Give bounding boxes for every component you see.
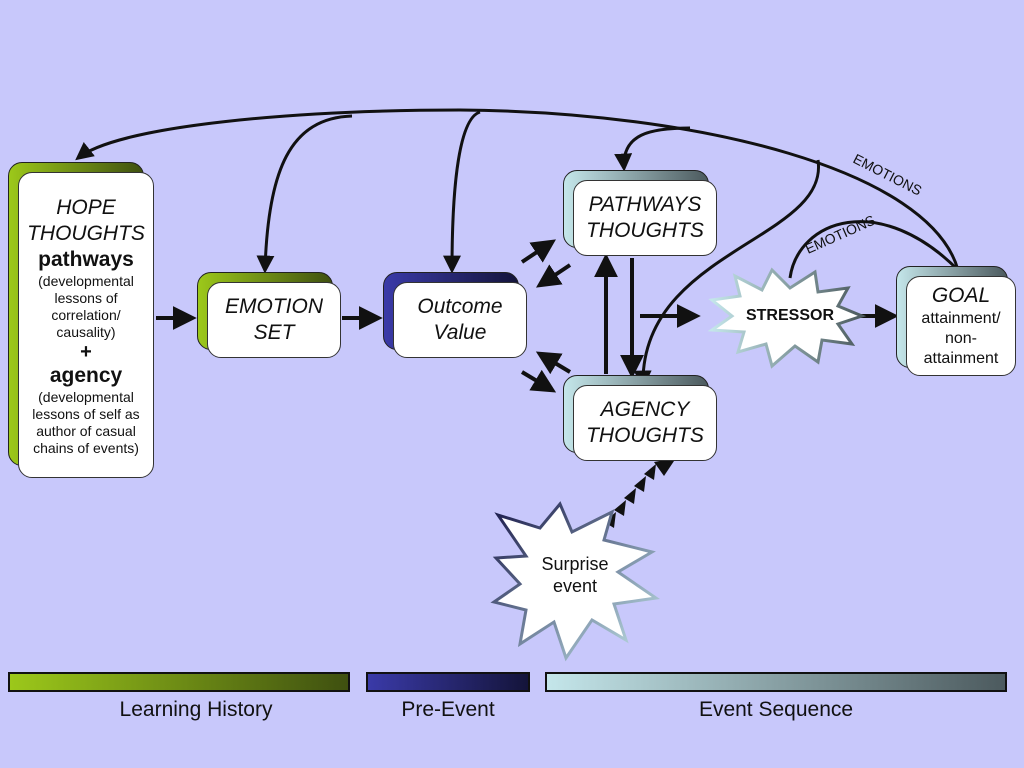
hope-agency-desc-4: chains of events) bbox=[33, 440, 139, 456]
hope-pathways-desc-3: correlation/ bbox=[51, 307, 121, 323]
goal-line3: attainment bbox=[923, 350, 999, 367]
emotion-set-line2: SET bbox=[253, 321, 295, 344]
hope-pathways-desc-2: lessons of bbox=[54, 290, 118, 306]
hope-pathways-desc-4: causality) bbox=[56, 324, 116, 340]
emotions-curve-stressor bbox=[788, 220, 962, 279]
arrow-pathways-to-outcome-back bbox=[536, 263, 572, 288]
surprise-line1: Surprise bbox=[541, 554, 609, 574]
feedback-curve-main bbox=[75, 108, 960, 271]
hope-agency-heading: agency bbox=[49, 364, 123, 387]
hope-pathways-desc-1: (developmental bbox=[38, 273, 134, 289]
arrow-outcome-to-agency-out bbox=[520, 369, 557, 393]
emotions-label-outer: EMOTIONS bbox=[851, 150, 925, 198]
hope-agency-desc-3: author of casual bbox=[36, 423, 136, 439]
surprise-line2: event bbox=[552, 576, 598, 596]
surprise-label: Surprise event bbox=[530, 553, 620, 597]
feedback-branch-emotion-set bbox=[256, 114, 353, 274]
stressor-burst bbox=[707, 267, 867, 369]
legend-bar-event-sequence bbox=[545, 672, 1007, 692]
legend-label-learning-history: Learning History bbox=[119, 698, 273, 721]
feedback-branch-pathways bbox=[614, 126, 691, 172]
feedback-branch-agency bbox=[633, 159, 820, 389]
legend-bar-learning-history bbox=[8, 672, 350, 692]
feedback-branch-outcome-value bbox=[443, 110, 481, 274]
pathways-thoughts-line1: PATHWAYS bbox=[588, 193, 702, 216]
arrow-outcome-to-pathways-out bbox=[520, 239, 556, 264]
emotions-label-inner: EMOTIONS bbox=[803, 212, 878, 257]
emotion-set-line1: EMOTION bbox=[225, 295, 323, 318]
outcome-value-line1: Outcome bbox=[417, 295, 503, 318]
legend-label-event-sequence: Event Sequence bbox=[698, 698, 854, 721]
legend-bar-pre-event bbox=[366, 672, 530, 692]
hope-agency-desc-2: lessons of self as bbox=[32, 406, 140, 422]
hope-title-line1: HOPE bbox=[56, 196, 116, 219]
goal-line1: attainment/ bbox=[921, 310, 1001, 327]
hope-title-line2: THOUGHTS bbox=[27, 222, 145, 245]
surprise-burst bbox=[490, 501, 661, 662]
surprise-zigzag-arrow bbox=[604, 458, 676, 528]
outcome-value-line2: Value bbox=[433, 321, 487, 344]
agency-thoughts-line2: THOUGHTS bbox=[586, 424, 704, 447]
legend-label-pre-event: Pre-Event bbox=[401, 698, 495, 721]
goal-title: GOAL bbox=[931, 284, 991, 307]
hope-plus-sign: + bbox=[80, 341, 92, 363]
arrow-agency-to-outcome-back bbox=[535, 351, 572, 375]
hope-agency-desc-1: (developmental bbox=[38, 389, 134, 405]
stressor-label: STRESSOR bbox=[745, 307, 834, 324]
pathways-thoughts-line2: THOUGHTS bbox=[586, 219, 704, 242]
hope-pathways-heading: pathways bbox=[38, 248, 134, 271]
goal-line2: non- bbox=[944, 330, 978, 347]
agency-thoughts-line1: AGENCY bbox=[600, 398, 690, 421]
